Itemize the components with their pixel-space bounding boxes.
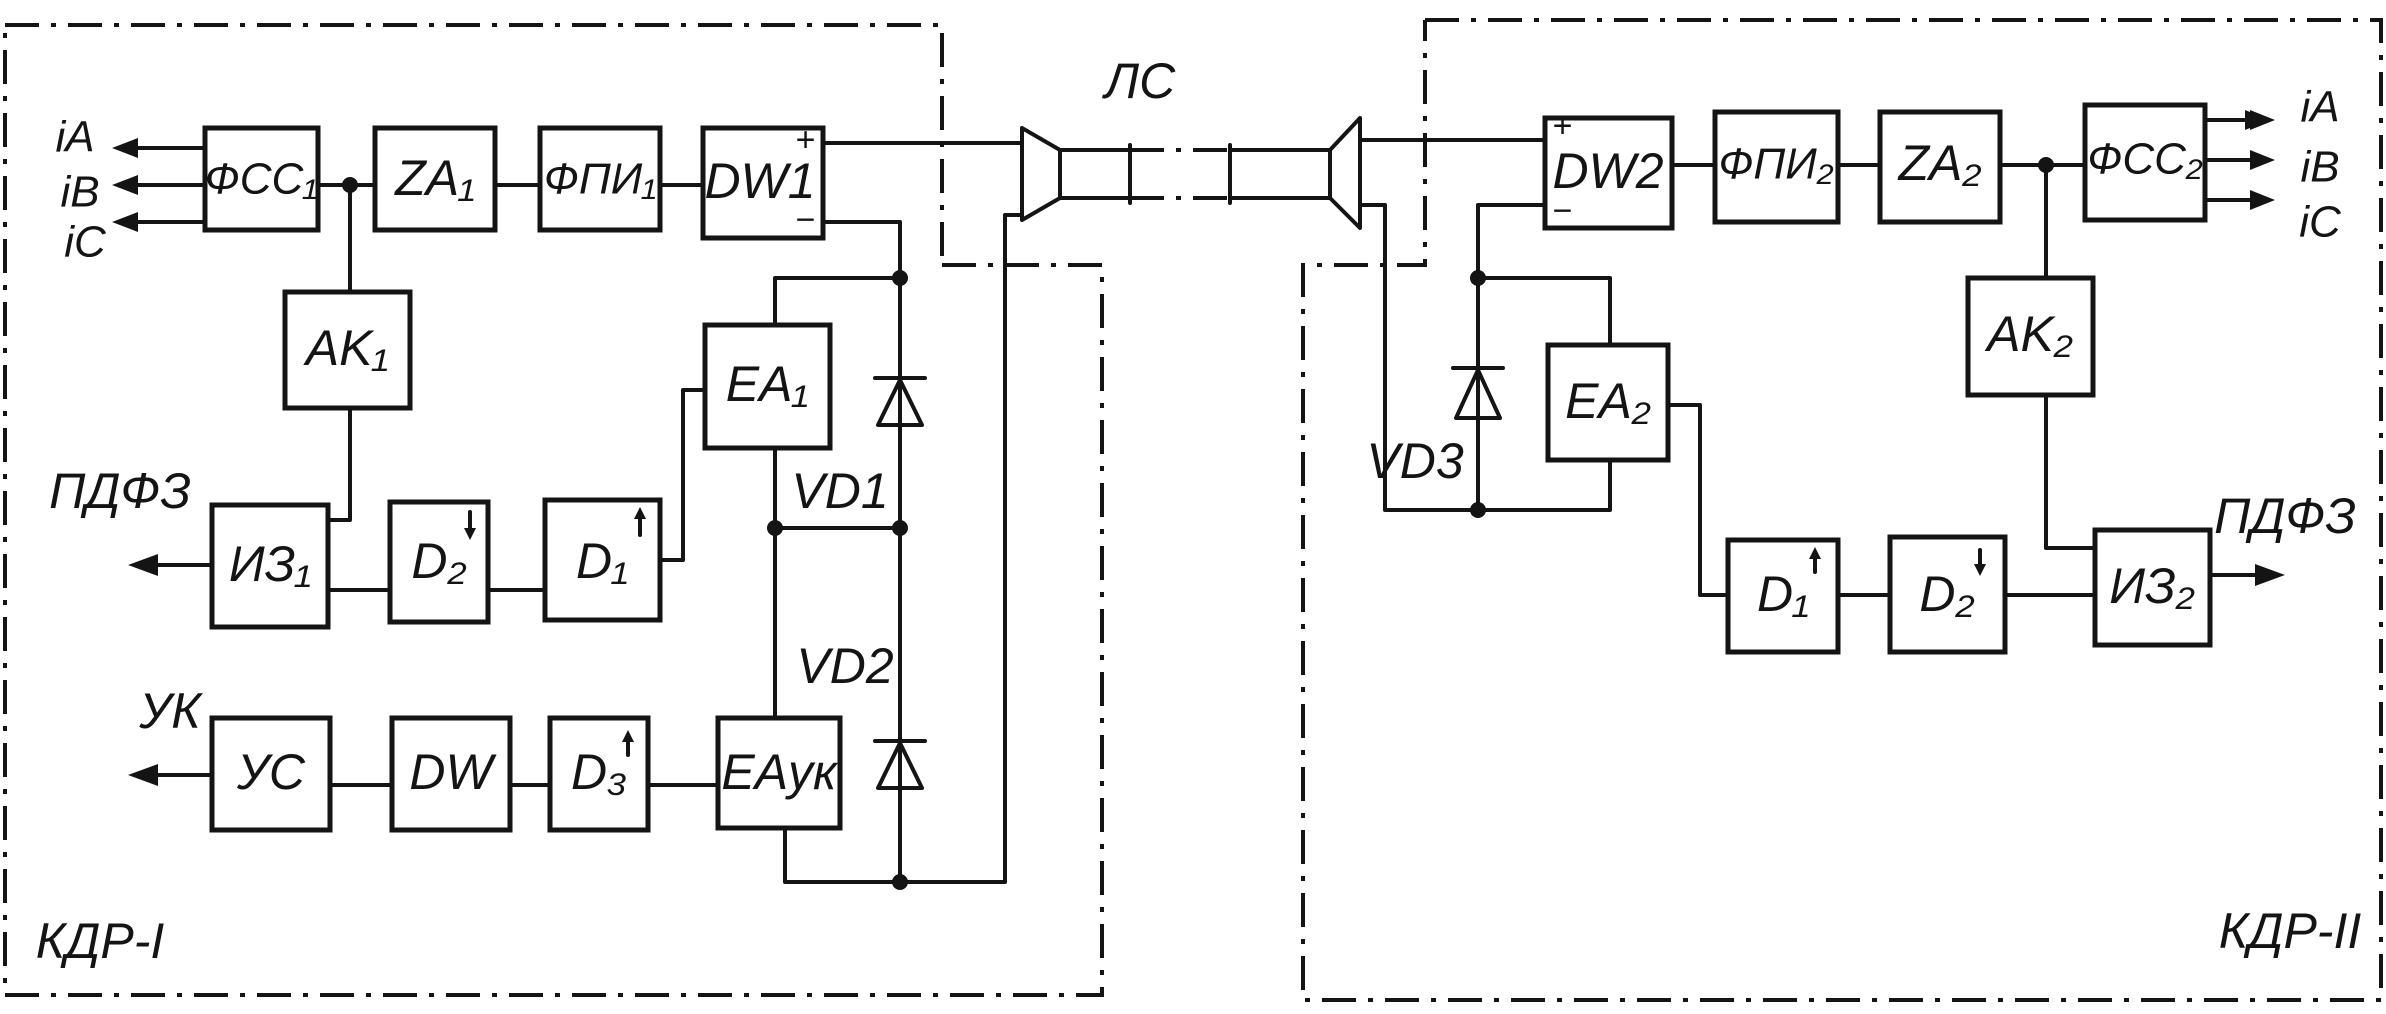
block-d1-right: D₁ bbox=[1725, 537, 1841, 655]
output-ia-left: iA bbox=[55, 113, 94, 162]
diode-vd1 bbox=[873, 376, 927, 427]
block-dw2: DW2 + − bbox=[1542, 107, 1675, 231]
svg-text:ФСС₁: ФСС₁ bbox=[205, 155, 317, 204]
output-ic-left: iC bbox=[64, 218, 107, 267]
label-vd2: VD2 bbox=[796, 638, 893, 694]
junction-dot bbox=[892, 874, 908, 890]
junction-dot bbox=[1470, 270, 1486, 286]
output-ib-left: iB bbox=[60, 168, 99, 217]
block-fss1: ФСС₁ bbox=[202, 125, 321, 233]
diode-vd3 bbox=[1451, 366, 1505, 420]
junction-dot bbox=[342, 177, 358, 193]
block-fpi2: ФПИ₂ bbox=[1712, 109, 1841, 225]
block-za1: ZA₁ bbox=[372, 125, 498, 233]
block-d2-left: D₂ bbox=[387, 499, 491, 625]
label-vd3: VD3 bbox=[1366, 433, 1463, 489]
delay-direction-marks bbox=[464, 507, 1986, 757]
svg-text:D₂: D₂ bbox=[411, 533, 466, 589]
svg-text:EAук: EAук bbox=[721, 744, 839, 800]
block-iz2: ИЗ₂ bbox=[2092, 527, 2213, 648]
label-kdr-2: КДР-II bbox=[2219, 903, 2362, 959]
unit-boundary-kdr-1 bbox=[3, 23, 1104, 997]
svg-text:ФСС₂: ФСС₂ bbox=[2087, 135, 2203, 184]
svg-text:ФПИ₂: ФПИ₂ bbox=[1718, 140, 1833, 189]
svg-text:DW: DW bbox=[409, 744, 497, 800]
svg-text:D₂: D₂ bbox=[1919, 566, 1974, 622]
label-uk: УК bbox=[138, 683, 203, 739]
block-fpi1: ФПИ₁ bbox=[537, 125, 663, 233]
svg-text:ИЗ₁: ИЗ₁ bbox=[229, 536, 311, 592]
output-ib-right: iB bbox=[2300, 143, 2339, 192]
block-d2-right: D₂ bbox=[1887, 534, 2008, 655]
svg-text:ZA₁: ZA₁ bbox=[394, 150, 475, 206]
svg-text:−: − bbox=[795, 201, 815, 239]
svg-text:УС: УС bbox=[236, 744, 306, 800]
diode-vd2 bbox=[873, 739, 927, 790]
block-d3: D₃ bbox=[547, 715, 651, 833]
unit-boundary-kdr-2 bbox=[1301, 18, 2383, 1002]
svg-text:DW1: DW1 bbox=[704, 153, 815, 209]
svg-text:+: + bbox=[795, 121, 815, 159]
svg-text:ФПИ₁: ФПИ₁ bbox=[544, 155, 656, 204]
svg-text:−: − bbox=[1552, 192, 1572, 230]
svg-text:+: + bbox=[1552, 107, 1572, 145]
svg-text:D₁: D₁ bbox=[576, 533, 628, 589]
block-za2: ZA₂ bbox=[1877, 109, 2003, 225]
label-line: ЛС bbox=[1102, 53, 1176, 109]
arrowheads-kdr-2 bbox=[2250, 110, 2285, 586]
communication-line bbox=[1020, 116, 1362, 230]
svg-text:EA₂: EA₂ bbox=[1565, 373, 1651, 429]
block-iz1: ИЗ₁ bbox=[209, 502, 331, 630]
svg-text:AK₁: AK₁ bbox=[303, 320, 388, 376]
junction-dot bbox=[1470, 502, 1486, 518]
block-dw1: DW1 + − bbox=[700, 121, 826, 241]
wires-kdr-2 bbox=[1358, 118, 2262, 597]
junction-dot bbox=[892, 520, 908, 536]
svg-text:D₃: D₃ bbox=[571, 744, 627, 800]
output-ic-right: iC bbox=[2299, 198, 2342, 247]
wires-kdr-1 bbox=[126, 141, 1024, 884]
label-kdr-1: КДР-I bbox=[36, 913, 165, 969]
junction-dot bbox=[892, 270, 908, 286]
label-pdfz-left: ПДФЗ bbox=[49, 463, 191, 519]
junction-dot bbox=[2038, 157, 2054, 173]
block-ea1: EA₁ bbox=[702, 322, 833, 451]
svg-text:D₁: D₁ bbox=[1757, 566, 1809, 622]
svg-text:ZA₂: ZA₂ bbox=[1898, 135, 1982, 191]
output-ia-right: iA bbox=[2300, 83, 2339, 132]
block-us: УС bbox=[209, 715, 333, 833]
block-dw: DW bbox=[389, 715, 513, 833]
svg-text:DW2: DW2 bbox=[1552, 143, 1663, 199]
block-fss2: ФСС₂ bbox=[2082, 102, 2208, 223]
block-ak1: AK₁ bbox=[282, 289, 413, 411]
svg-text:EA₁: EA₁ bbox=[726, 356, 808, 412]
junction-dot bbox=[767, 520, 783, 536]
svg-text:ИЗ₂: ИЗ₂ bbox=[2109, 558, 2195, 614]
block-ea2: EA₂ bbox=[1545, 342, 1671, 463]
block-ak2: AK₂ bbox=[1965, 275, 2096, 398]
label-pdfz-right: ПДФЗ bbox=[2214, 488, 2356, 544]
svg-text:AK₂: AK₂ bbox=[1984, 306, 2073, 362]
block-d1-left: D₁ bbox=[542, 497, 663, 623]
label-vd1: VD1 bbox=[791, 463, 888, 519]
block-ea-uk: EAук bbox=[715, 715, 843, 831]
